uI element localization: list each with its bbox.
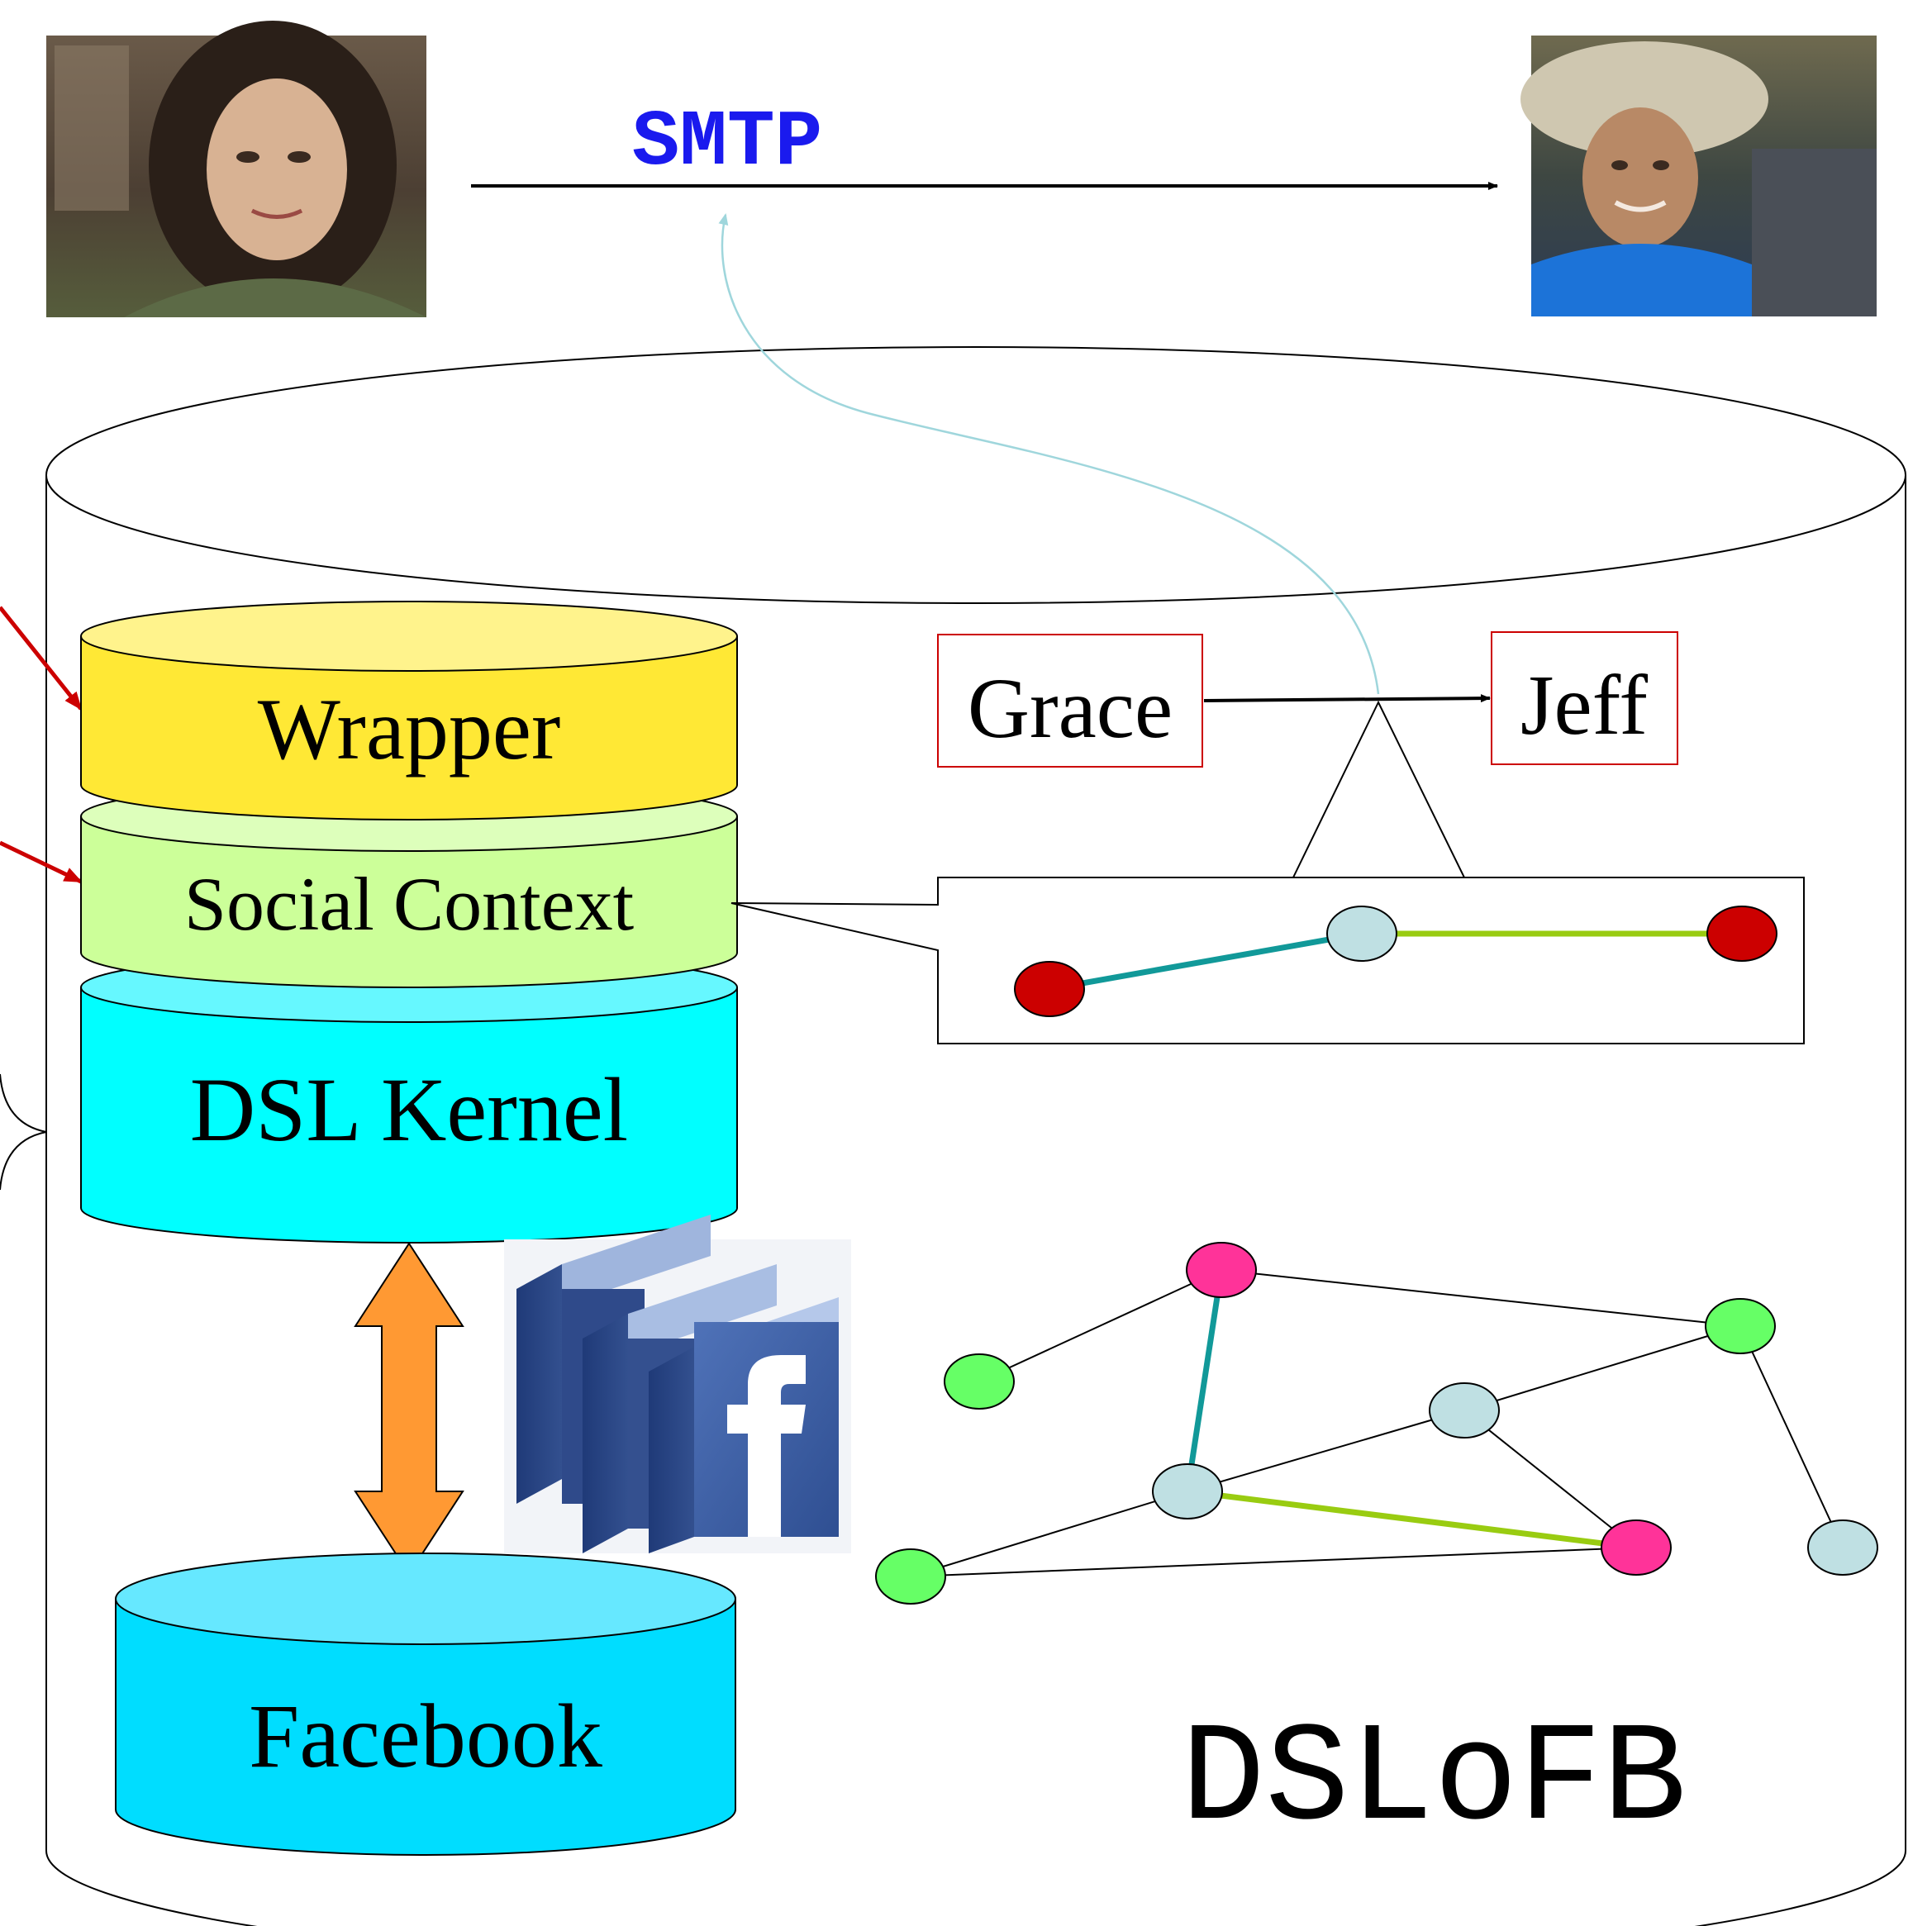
graph-node bbox=[875, 1548, 946, 1605]
social-context-label: Social Context bbox=[184, 862, 635, 946]
jeff-label: Jeff bbox=[1520, 658, 1648, 753]
path-node-middle bbox=[1326, 906, 1397, 962]
social-path-callout bbox=[730, 877, 1805, 1044]
left-brace bbox=[0, 1073, 47, 1191]
facebook-logo-icon bbox=[504, 1215, 851, 1553]
graph-node bbox=[1186, 1242, 1257, 1298]
facebook-label: Facebook bbox=[249, 1686, 602, 1786]
smtp-label: SMTP bbox=[632, 97, 822, 188]
jeff-box bbox=[1491, 631, 1678, 765]
grace-to-jeff-arrow bbox=[1203, 694, 1491, 703]
wrapper-label: Wrapper bbox=[258, 681, 561, 778]
mapping-curve bbox=[718, 213, 1380, 695]
kernel-facebook-exchange-arrow bbox=[354, 1242, 464, 1576]
social-graph bbox=[875, 1242, 1878, 1605]
social-path bbox=[1014, 906, 1777, 1017]
dsl-kernel-label: DSL Kernel bbox=[190, 1059, 629, 1160]
grace-label: Grace bbox=[968, 661, 1173, 756]
facebook-layer bbox=[115, 1553, 736, 1856]
wrapper-pointer-arrow bbox=[0, 606, 83, 711]
sender-photo bbox=[46, 21, 426, 317]
graph-node bbox=[1152, 1463, 1223, 1519]
social-context-pointer-arrow bbox=[0, 840, 83, 884]
grace-box bbox=[937, 634, 1203, 768]
wrapper-layer bbox=[80, 601, 738, 820]
system-cylinder bbox=[45, 346, 1906, 1926]
recipient-photo bbox=[1520, 36, 1877, 316]
graph-node bbox=[1429, 1382, 1500, 1439]
system-title: DSLoFB bbox=[1181, 1701, 1687, 1861]
graph-node bbox=[944, 1353, 1015, 1410]
graph-node bbox=[1601, 1519, 1672, 1576]
path-node-start bbox=[1014, 961, 1085, 1017]
derivation-triangle bbox=[1292, 700, 1466, 878]
path-node-end bbox=[1706, 906, 1777, 962]
graph-node bbox=[1705, 1298, 1776, 1354]
graph-node bbox=[1807, 1519, 1878, 1576]
